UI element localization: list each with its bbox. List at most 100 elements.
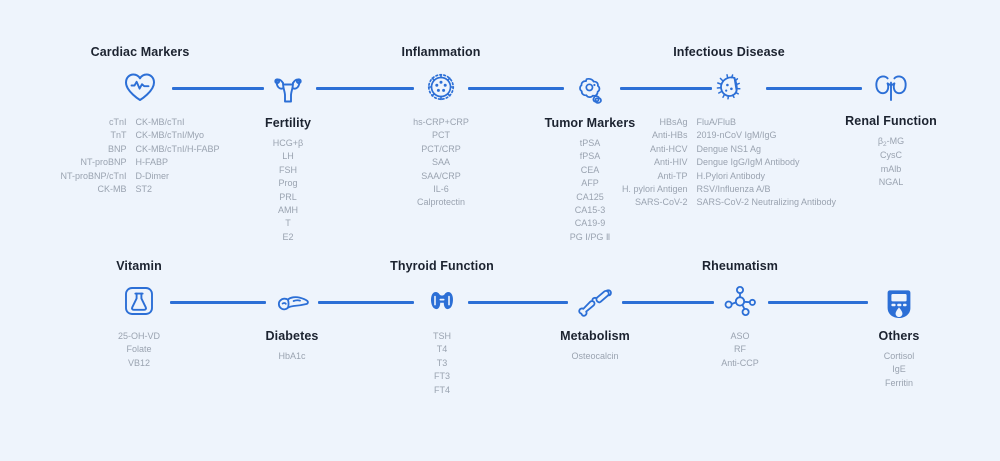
list-item: CA19-9 [574,218,606,229]
node-vitamin[interactable]: Vitamin 25-OH-VD Folate VB12 [80,259,198,370]
list-item: Folate [126,344,152,355]
list-item: Anti-TP [657,170,688,181]
node-tumor-markers[interactable]: Tumor Markers tPSA fPSA CEA AFP CA125 CA… [530,68,650,244]
title-infectious-disease: Infectious Disease [673,45,785,59]
list-item: TnT [110,130,127,141]
list-item: FT4 [433,384,450,395]
thyroid-icon [382,279,502,323]
list-item: VB12 [127,357,151,368]
list-item: CEA [580,164,600,175]
list-item: H.Pylori Antibody [696,170,766,181]
title-diabetes: Diabetes [265,329,319,343]
node-infectious-disease[interactable]: Infectious Disease [622,45,836,210]
list-item: FT3 [433,371,450,382]
connector-thyroid-metabolism [468,301,568,304]
items-fertility: HCG+β LH FSH Prog PRL AMH T E2 [232,137,344,244]
list-item: HBsAg [659,117,688,127]
list-item: CA125 [576,191,604,202]
list-item: AMH [278,205,298,216]
node-thyroid-function[interactable]: Thyroid Function TSH T4 T3 FT3 FT4 [382,259,502,397]
list-item: SAA [431,157,450,168]
list-item: PG Ⅰ/PG Ⅱ [569,231,611,242]
node-metabolism[interactable]: Metabolism Osteocalcin [538,281,652,363]
list-item: CK-MB/cTnI/H-FABP [135,143,220,154]
list-item: Osteocalcin [571,351,619,361]
list-item: RSV/Influenza A/B [696,184,771,195]
list-item: SARS-CoV-2 Neutralizing Antibody [696,197,837,208]
bone-icon [538,281,652,325]
items-renal-function: β2-MG CysC mAlb NGAL [836,135,946,190]
list-item: CA15-3 [574,205,606,216]
list-item: HbA1c [278,351,306,361]
list-item: Anti-HBs [651,130,688,141]
node-rheumatism[interactable]: Rheumatism ASO RF Anti-CCP [682,259,798,370]
items-vitamin: 25-OH-VD Folate VB12 [80,330,198,370]
items-rheumatism: ASO RF Anti-CCP [682,330,798,370]
connector-inflammation-tumor [468,87,564,90]
title-metabolism: Metabolism [560,329,630,343]
pancreas-icon [236,281,348,325]
molecule-icon [682,279,798,323]
list-item: β2-MG [877,136,905,148]
items-others: Cortisol IgE Ferritin [845,350,953,390]
title-inflammation: Inflammation [401,45,481,59]
title-tumor-markers: Tumor Markers [544,116,636,130]
items-tumor-markers: tPSA fPSA CEA AFP CA125 CA15-3 CA19-9 PG… [530,137,650,244]
items-inflammation: hs-CRP+CRP PCT PCT/CRP SAA SAA/CRP IL-6 … [370,116,512,210]
list-item: Ferritin [884,377,913,388]
list-item: T [285,218,291,229]
connector-diabetes-thyroid [318,301,414,304]
title-thyroid-function: Thyroid Function [390,259,494,273]
list-item: NT-proBNP/cTnI [60,170,127,181]
list-item: Anti-HCV [649,143,688,154]
list-item: AFP [581,178,599,189]
node-fertility[interactable]: Fertility HCG+β LH FSH Prog PRL AMH T E2 [232,68,344,244]
bacteria-icon [640,65,818,109]
list-item: Prog [278,178,298,189]
list-item: PRL [279,191,297,202]
tumor-cell-icon [530,68,650,112]
list-item: RF [734,344,746,355]
list-item: SARS-CoV-2 [634,197,688,208]
list-item: CysC [880,150,902,161]
list-item: HCG+β [272,138,304,148]
items-metabolism: Osteocalcin [538,350,652,363]
list-item: 25-OH-VD [117,331,160,341]
list-item: IgE [892,364,906,375]
title-cardiac-markers: Cardiac Markers [90,45,190,59]
title-others: Others [878,329,920,343]
node-diabetes[interactable]: Diabetes HbA1c [236,281,348,363]
connector-metabolism-rheumatism [622,301,714,304]
title-rheumatism: Rheumatism [701,259,779,273]
title-renal-function: Renal Function [845,114,937,128]
items-cardiac-markers: cTnI TnT BNP NT-proBNP NT-proBNP/cTnI CK… [20,116,260,196]
list-item: PCT [432,130,450,141]
list-item: fPSA [579,151,601,162]
node-cardiac-markers[interactable]: Cardiac Markers cTnI TnT BNP NT-proBNP N… [20,45,260,196]
list-item: tPSA [579,138,601,148]
connector-tumor-infectious [620,87,712,90]
uterus-icon [232,68,344,112]
list-item: Dengue NS1 Ag [696,143,762,154]
list-item: D-Dimer [135,170,170,181]
connector-infectious-renal [766,87,862,90]
list-item: 2019-nCoV IgM/IgG [696,130,777,141]
kidney-icon [836,66,946,110]
list-item: cTnI [108,117,127,127]
virus-icon [370,65,512,109]
node-inflammation[interactable]: Inflammation hs-CRP+CRP PCT [370,45,512,210]
list-item: H. pylori Antigen [621,184,688,195]
list-item: PCT/CRP [421,143,461,154]
node-renal-function[interactable]: Renal Function β2-MG CysC mAlb NGAL [836,66,946,190]
heart-pulse-icon [20,65,260,109]
title-fertility: Fertility [264,116,312,130]
items-diabetes: HbA1c [236,350,348,363]
list-item: Anti-HIV [653,157,688,168]
items-infectious-disease: HBsAg Anti-HBs Anti-HCV Anti-HIV Anti-TP… [622,116,836,210]
node-others[interactable]: Others Cortisol IgE Ferritin [845,281,953,390]
list-item: H-FABP [135,157,169,168]
items-thyroid-function: TSH T4 T3 FT3 FT4 [382,330,502,397]
list-item: Dengue IgG/IgM Antibody [696,157,800,168]
list-item: Anti-CCP [721,357,759,368]
